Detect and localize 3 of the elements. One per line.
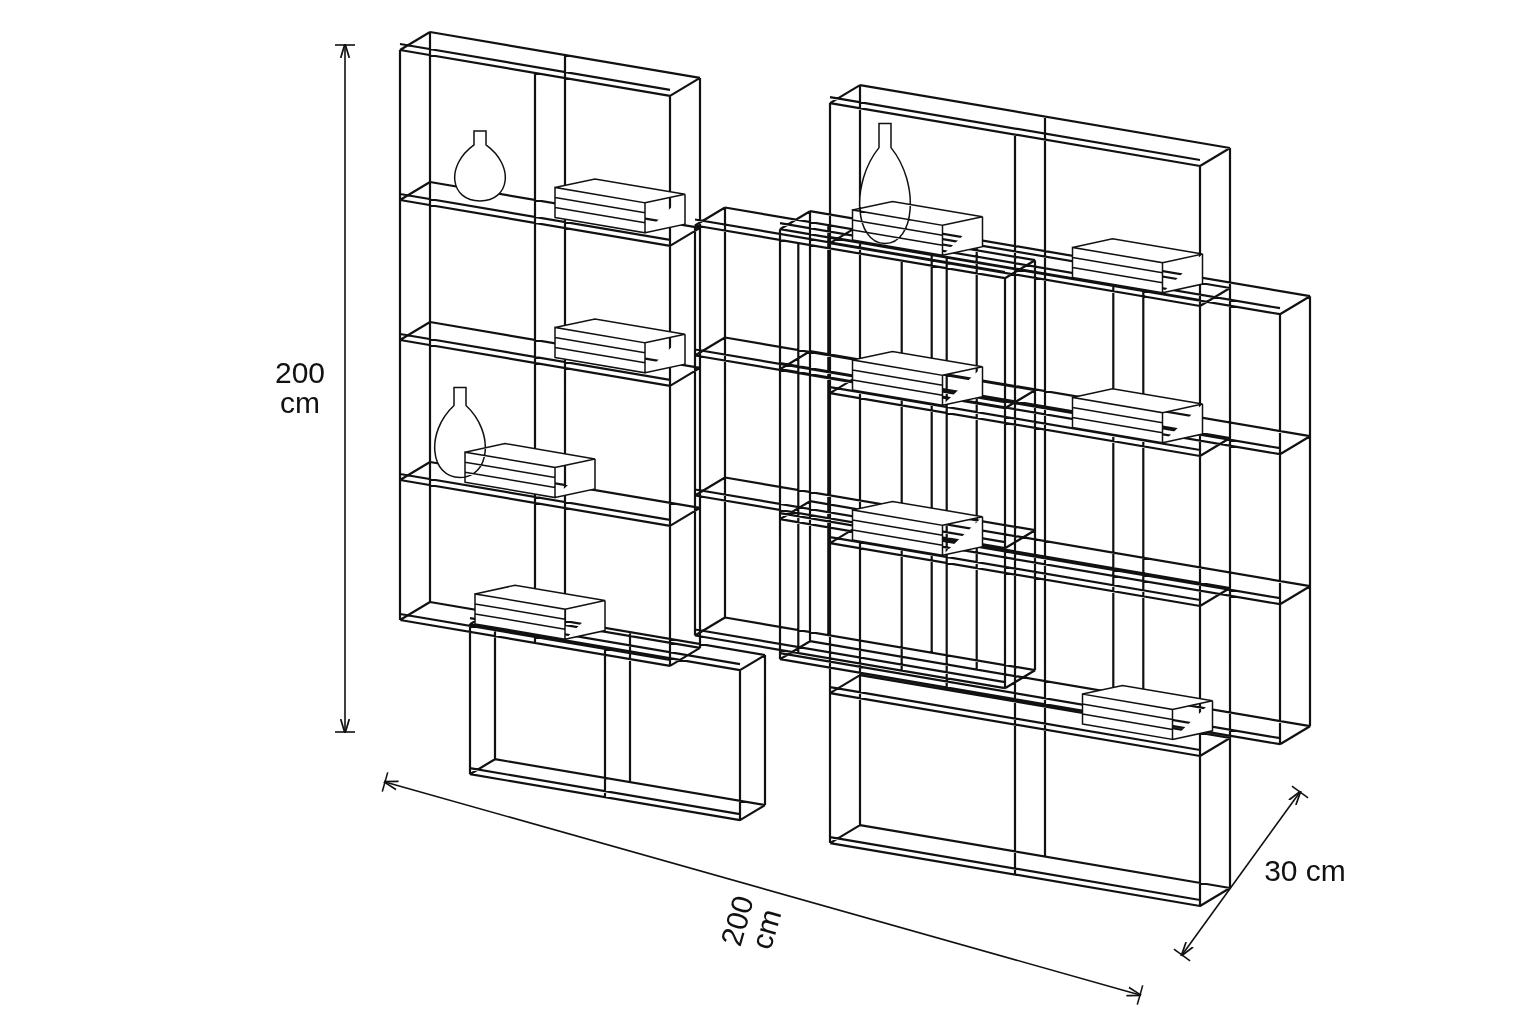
dimension-label: 200 cm bbox=[273, 358, 327, 418]
dimension-label: 200 cm bbox=[714, 891, 789, 955]
dimension-label: 30 cm bbox=[1263, 856, 1347, 886]
